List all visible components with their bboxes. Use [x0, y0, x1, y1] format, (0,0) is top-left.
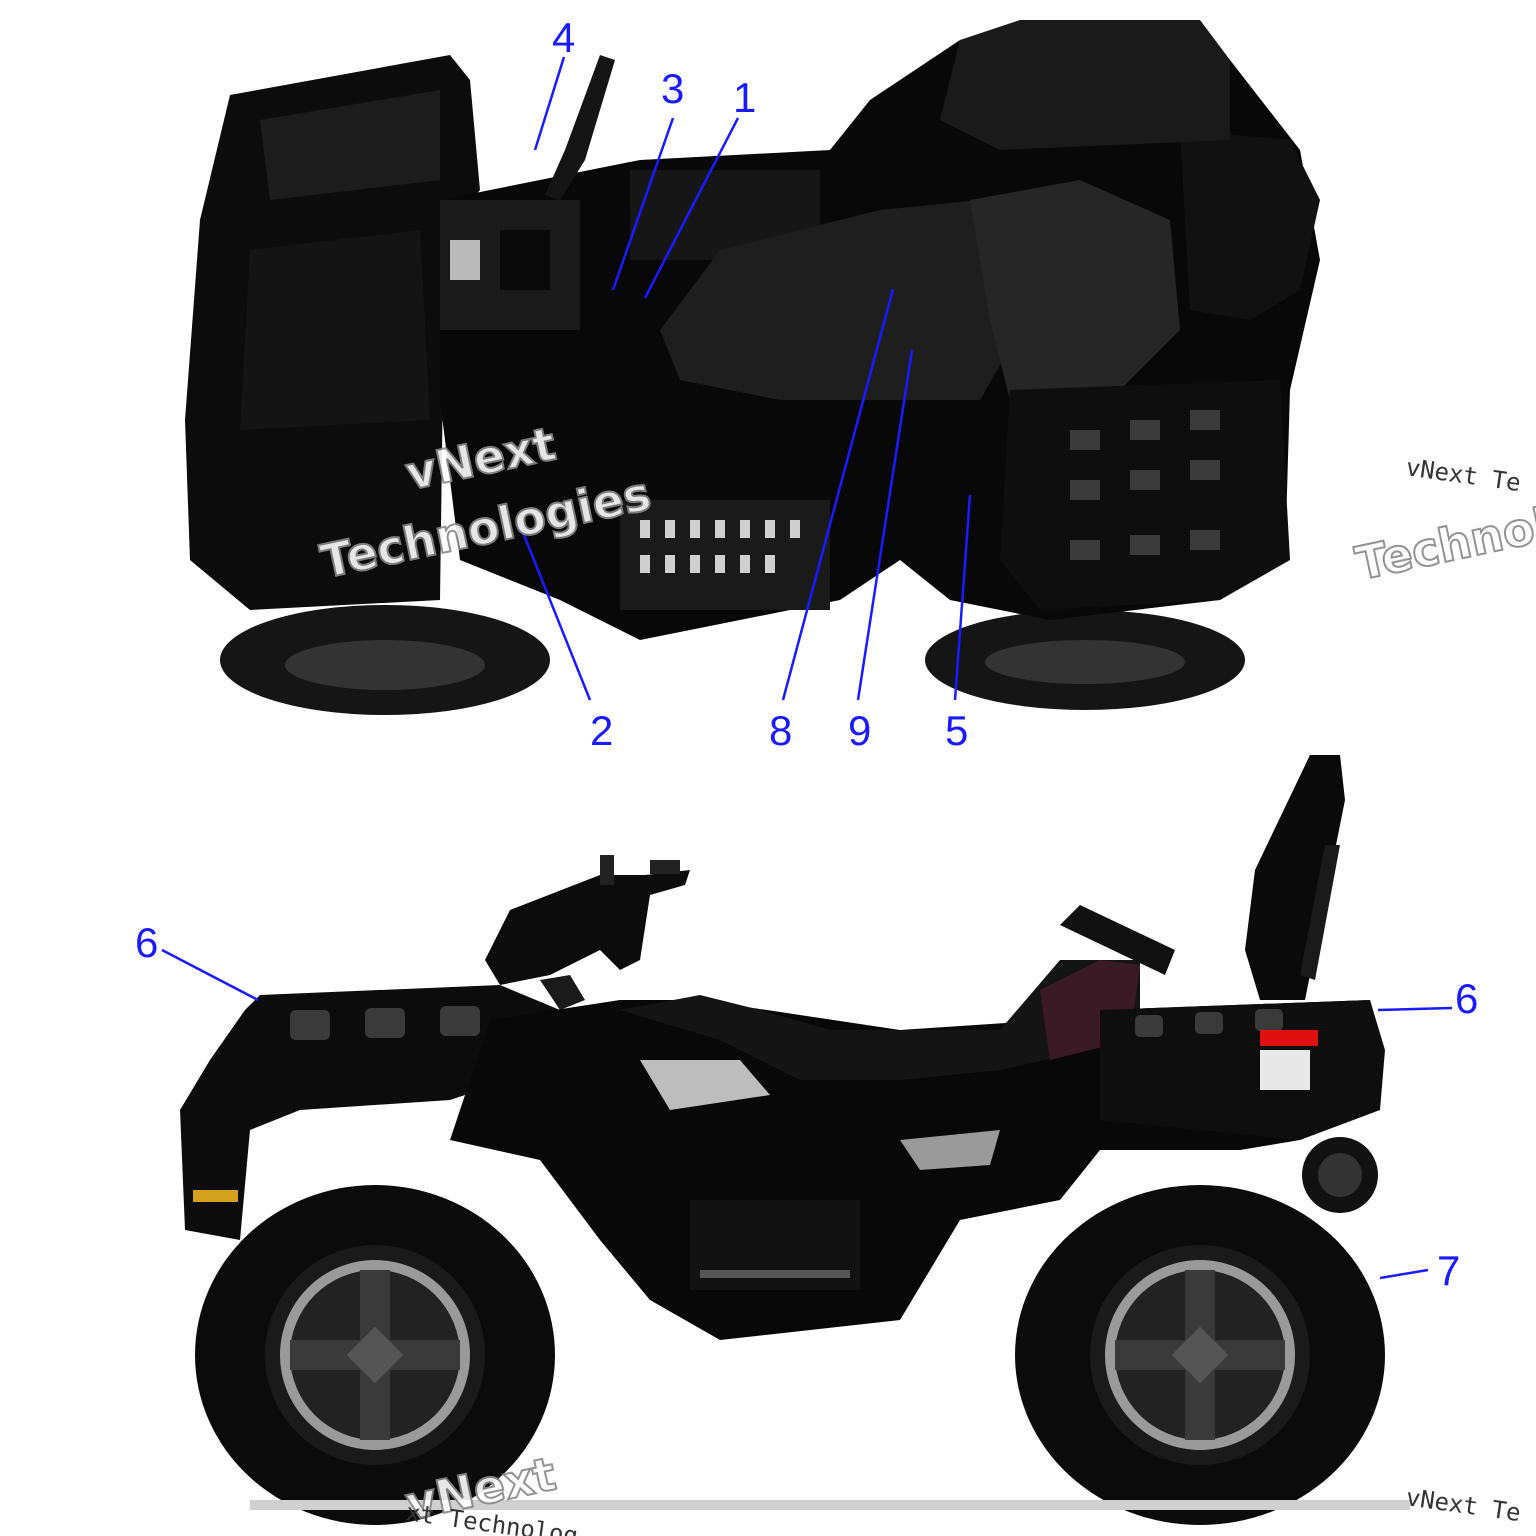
front-reflector — [193, 1190, 238, 1202]
callout-8: 8 — [769, 707, 792, 754]
leader-5 — [953, 494, 972, 701]
top-seat — [660, 200, 1030, 400]
callout-1: 1 — [733, 74, 756, 121]
top-handlebar — [545, 55, 615, 200]
leader-1 — [643, 117, 740, 299]
leader-3 — [611, 117, 675, 291]
leader-4 — [533, 56, 566, 151]
side-front-wheel — [195, 1185, 555, 1525]
leader-6-rear — [1377, 1006, 1453, 1012]
side-rear-wheel — [1015, 1185, 1385, 1525]
callout-6-front: 6 — [135, 919, 158, 966]
side-backrest — [1245, 755, 1345, 1000]
side-seat — [620, 960, 1140, 1080]
callout-6-rear: 6 — [1455, 975, 1478, 1022]
leader-8 — [781, 288, 895, 701]
callout-5: 5 — [945, 707, 968, 754]
callout-3: 3 — [661, 65, 684, 112]
callout-2: 2 — [590, 707, 613, 754]
tail-light — [1260, 1030, 1318, 1046]
atv-side-view — [180, 755, 1410, 1525]
leader-lines — [161, 56, 1453, 1280]
callout-9: 9 — [848, 707, 871, 754]
top-rear-rack — [1000, 380, 1290, 610]
leader-7 — [1379, 1268, 1429, 1280]
callouts: 4 3 1 2 8 9 5 6 6 7 — [135, 14, 1478, 1294]
leader-2 — [518, 524, 592, 701]
leader-6-front — [161, 948, 259, 1002]
watermark-small-right: vNext Te — [1404, 453, 1522, 497]
leader-9 — [856, 349, 914, 701]
side-front-fender — [180, 985, 560, 1240]
callout-4: 4 — [552, 14, 575, 61]
atv-top-view — [185, 20, 1320, 715]
top-backrest — [1180, 130, 1320, 320]
watermark-small-bottom-right: vNext Te — [1404, 1483, 1522, 1527]
side-handlebar — [485, 870, 690, 985]
callout-7: 7 — [1437, 1247, 1460, 1294]
